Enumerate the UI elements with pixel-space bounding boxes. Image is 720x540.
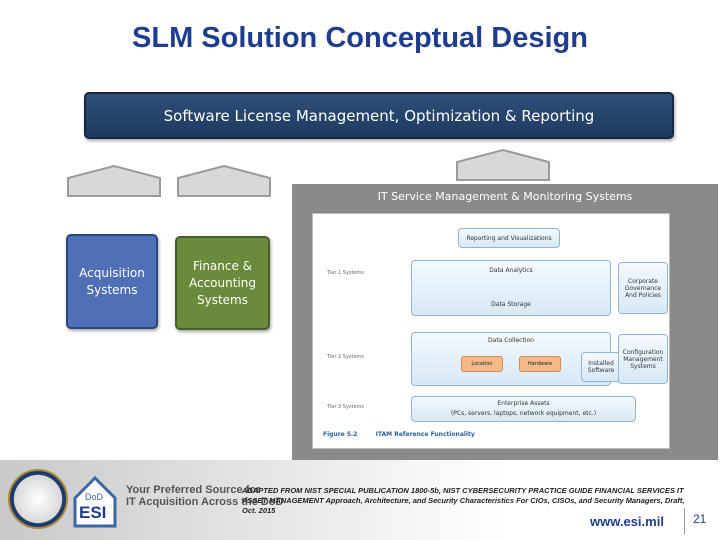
esi-logo-text: ESI bbox=[79, 503, 107, 522]
footer-divider bbox=[684, 508, 685, 534]
figure-caption-number: Figure 5.2 bbox=[323, 431, 358, 438]
tagline-line-1: Your Preferred Source for bbox=[126, 484, 261, 496]
tier-2-label: Tier 2 Systems bbox=[327, 354, 365, 360]
reporting-box: Reporting and Visualizations bbox=[458, 228, 560, 248]
acquisition-systems-box: Acquisition Systems bbox=[66, 234, 158, 329]
footer-tagline: Your Preferred Source for IT Acquisition… bbox=[126, 484, 283, 508]
itsm-label: IT Service Management & Monitoring Syste… bbox=[377, 190, 633, 203]
esi-logo: DoD ESI bbox=[72, 474, 118, 529]
esi-logo-small: DoD bbox=[85, 492, 104, 502]
slm-banner: Software License Management, Optimizatio… bbox=[84, 92, 674, 139]
citation-text: ADAPTED FROM NIST SPECIAL PUBLICATION 18… bbox=[242, 486, 685, 515]
footer: DoD ESI Your Preferred Source for IT Acq… bbox=[0, 460, 720, 540]
itam-reference-figure: Tier 1 Systems Tier 2 Systems Tier 3 Sys… bbox=[312, 213, 670, 449]
cms-box: Configuration Management Systems bbox=[618, 334, 668, 384]
installed-software-box: Installed Software bbox=[581, 352, 621, 382]
tagline-line-2: IT Acquisition Across the DoD bbox=[126, 496, 284, 508]
location-box: Location bbox=[461, 356, 503, 372]
collection-box: Data Collection bbox=[411, 332, 611, 386]
dod-seal-icon bbox=[8, 469, 68, 529]
governance-box: Corporate Governance And Policies bbox=[618, 262, 668, 314]
slide-title: SLM Solution Conceptual Design bbox=[132, 22, 588, 54]
arrow-up-right bbox=[455, 148, 551, 182]
page-number: 21 bbox=[693, 512, 707, 526]
hardware-box: Hardware bbox=[519, 356, 561, 372]
tier-3-label: Tier 3 Systems bbox=[327, 404, 365, 410]
analytics-label: Data Analytics bbox=[489, 267, 533, 274]
enterprise-sub-label: (PCs, servers, laptops, network equipmen… bbox=[450, 410, 597, 417]
figure-caption-text: ITAM Reference Functionality bbox=[375, 431, 475, 438]
storage-label: Data Storage bbox=[491, 301, 531, 308]
footer-background bbox=[0, 460, 720, 540]
finance-systems-label: Finance & Accounting Systems bbox=[188, 258, 256, 307]
figure-caption: Figure 5.2 ITAM Reference Functionality bbox=[323, 431, 475, 438]
finance-systems-box: Finance & Accounting Systems bbox=[175, 236, 270, 330]
slm-banner-label: Software License Management, Optimizatio… bbox=[163, 106, 595, 125]
enterprise-assets-box: Enterprise Assets (PCs, servers, laptops… bbox=[411, 396, 636, 422]
arrow-up-middle bbox=[176, 164, 272, 198]
collection-label: Data Collection bbox=[488, 337, 534, 344]
arrow-up-left bbox=[66, 164, 162, 198]
acquisition-systems-label: Acquisition Systems bbox=[79, 265, 145, 297]
enterprise-label: Enterprise Assets bbox=[497, 400, 550, 407]
esi-url-link[interactable]: www.esi.mil bbox=[590, 514, 664, 529]
tier-1-label: Tier 1 Systems bbox=[327, 270, 365, 276]
analytics-storage-box: Data Analytics Data Storage bbox=[411, 260, 611, 316]
